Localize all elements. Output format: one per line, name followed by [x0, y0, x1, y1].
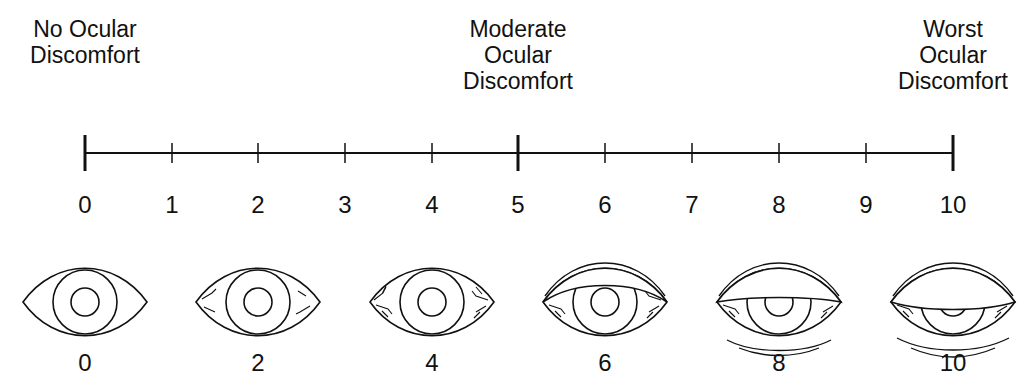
tick-number: 5 [511, 192, 524, 218]
tick-number: 7 [685, 192, 698, 218]
tick-number: 9 [859, 192, 872, 218]
eye-score: 2 [251, 350, 264, 376]
eye-score: 4 [425, 350, 438, 376]
eye-score: 0 [78, 350, 91, 376]
eye-score: 6 [598, 350, 611, 376]
scale-anchor-label: No Ocular Discomfort [30, 16, 140, 68]
tick-number: 10 [940, 192, 967, 218]
eye-score: 8 [772, 350, 785, 376]
tick-number: 2 [251, 192, 264, 218]
tick-number: 4 [425, 192, 438, 218]
tick-number: 0 [78, 192, 91, 218]
tick-number: 8 [772, 192, 785, 218]
tick-number: 6 [598, 192, 611, 218]
tick-number: 3 [338, 192, 351, 218]
tick-number: 1 [165, 192, 178, 218]
scale-anchor-label: Moderate Ocular Discomfort [463, 16, 573, 94]
eye-score: 10 [940, 350, 967, 376]
scale-anchor-label: Worst Ocular Discomfort [898, 16, 1008, 94]
